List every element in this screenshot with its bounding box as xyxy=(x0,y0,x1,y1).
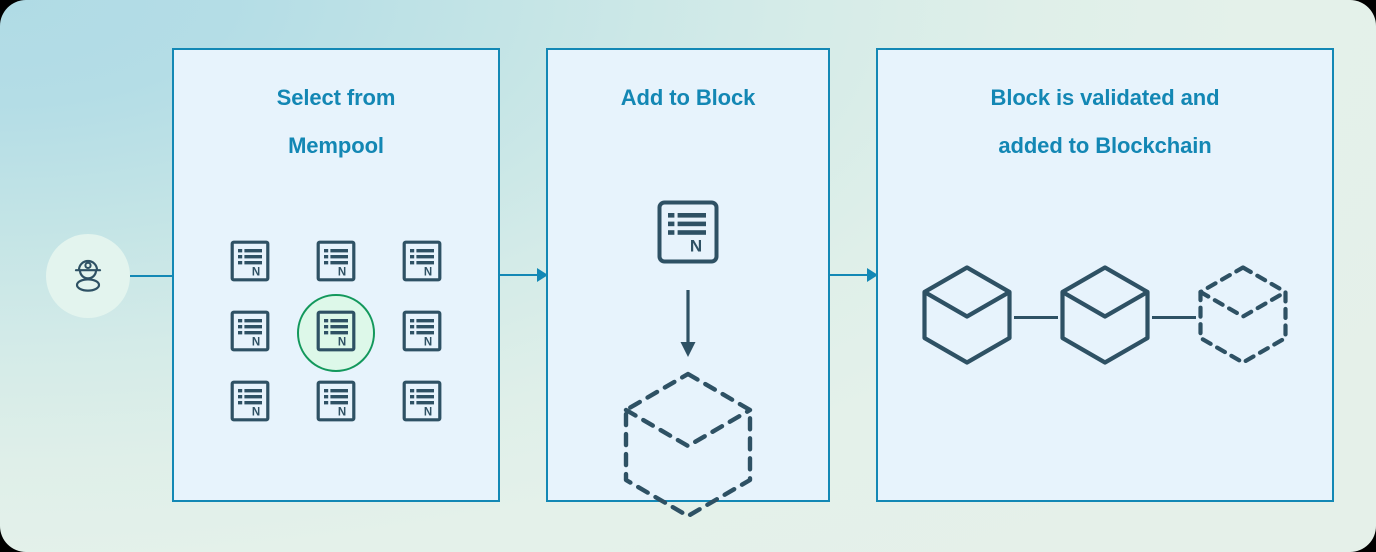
transaction-document-icon: N xyxy=(402,380,442,427)
transaction-item[interactable]: N xyxy=(379,298,465,368)
miner-avatar xyxy=(46,234,130,318)
arrow-down-icon xyxy=(675,288,701,365)
svg-text:N: N xyxy=(252,336,260,348)
transaction-item[interactable]: N xyxy=(293,368,379,438)
block-cube-icon[interactable] xyxy=(1058,264,1152,371)
svg-text:N: N xyxy=(424,266,432,278)
block-cube-icon[interactable] xyxy=(920,264,1014,371)
transaction-document-icon: N xyxy=(402,240,442,287)
miner-to-mempool-line xyxy=(130,275,174,277)
svg-text:N: N xyxy=(424,336,432,348)
svg-text:N: N xyxy=(338,266,346,278)
miner-helmet-person-icon xyxy=(66,252,110,301)
mempool-transaction-grid: N N xyxy=(174,228,498,438)
transaction-item-selected[interactable]: N xyxy=(293,294,379,372)
transaction-item[interactable]: N xyxy=(207,228,293,298)
title-line-1: Add to Block xyxy=(620,85,756,110)
panel-title-select-from-mempool: Select from Mempool xyxy=(174,74,498,170)
arrow-head-right-icon xyxy=(537,268,548,282)
chain-link-line xyxy=(1014,316,1058,319)
transaction-item[interactable]: N xyxy=(207,368,293,438)
dashed-cube-icon xyxy=(619,370,757,525)
transaction-document-icon: N xyxy=(316,240,356,287)
svg-text:N: N xyxy=(252,266,260,278)
transaction-document-icon: N xyxy=(230,310,270,357)
panel-title-block-validated: Block is validated and added to Blockcha… xyxy=(878,74,1332,170)
transaction-document-icon: N xyxy=(316,310,356,357)
blockchain-node-row xyxy=(878,264,1332,371)
transaction-item[interactable]: N xyxy=(379,368,465,438)
transaction-document-icon: N xyxy=(230,380,270,427)
title-line-2: added to Blockchain xyxy=(998,133,1212,158)
chain-link-line xyxy=(1152,316,1196,319)
transaction-item[interactable]: N xyxy=(379,228,465,298)
panel-add-to-block[interactable]: Add to Block N xyxy=(546,48,830,519)
arrow-shaft xyxy=(500,274,537,276)
svg-text:N: N xyxy=(338,406,346,418)
transaction-document-icon: N xyxy=(402,310,442,357)
transaction-document-icon: N xyxy=(657,200,719,269)
arrow-head-right-icon xyxy=(867,268,878,282)
svg-text:N: N xyxy=(424,406,432,418)
svg-text:N: N xyxy=(252,406,260,418)
transaction-item[interactable]: N xyxy=(293,228,379,298)
transaction-document-icon: N xyxy=(316,380,356,427)
title-line-1: Select from xyxy=(276,85,396,110)
panel-block-validated[interactable]: Block is validated and added to Blockcha… xyxy=(876,48,1334,502)
arrow-shaft xyxy=(830,274,867,276)
title-line-1: Block is validated and xyxy=(990,85,1220,110)
dashed-cube-icon[interactable] xyxy=(1196,264,1290,371)
panel-select-from-mempool[interactable]: Select from Mempool N xyxy=(172,48,500,502)
svg-text:N: N xyxy=(690,237,702,256)
transaction-item[interactable]: N xyxy=(207,298,293,368)
title-line-2: Mempool xyxy=(288,133,384,158)
svg-text:N: N xyxy=(338,336,346,348)
arrow-mempool-to-block xyxy=(500,268,548,282)
panel-title-add-to-block: Add to Block xyxy=(548,74,828,122)
transaction-document-icon: N xyxy=(230,240,270,287)
arrow-block-to-blockchain xyxy=(830,268,878,282)
